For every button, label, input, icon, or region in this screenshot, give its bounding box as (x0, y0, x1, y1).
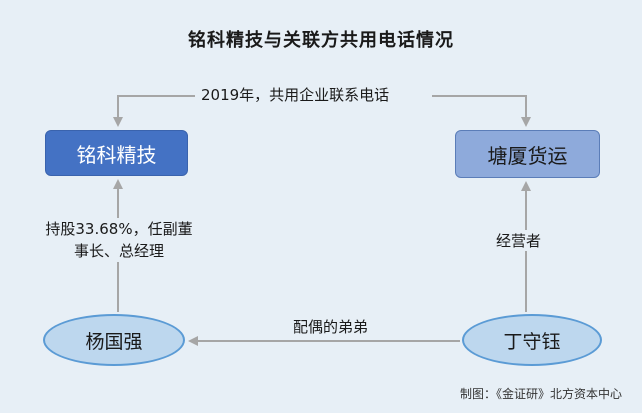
label-operator: 经营者 (496, 230, 542, 251)
label-spouse-brother: 配偶的弟弟 (293, 318, 369, 336)
node-tangxia: 塘厦货运 (455, 130, 600, 178)
node-yang: 杨国强 (43, 314, 185, 366)
edge-shared-phone-left (113, 95, 195, 127)
source-credit: 制图：《金证研》北方资本中心 (459, 387, 622, 401)
label-shareholding: 持股33.68%，任副董事长、总经理 (44, 218, 194, 262)
node-minke: 铭科精技 (45, 130, 188, 176)
node-ding: 丁守钰 (462, 314, 602, 366)
label-shared-phone: 2019年，共用企业联系电话 (197, 84, 394, 105)
edge-shared-phone-right (432, 95, 531, 127)
diagram-title: 铭科精技与关联方共用电话情况 (188, 30, 454, 51)
